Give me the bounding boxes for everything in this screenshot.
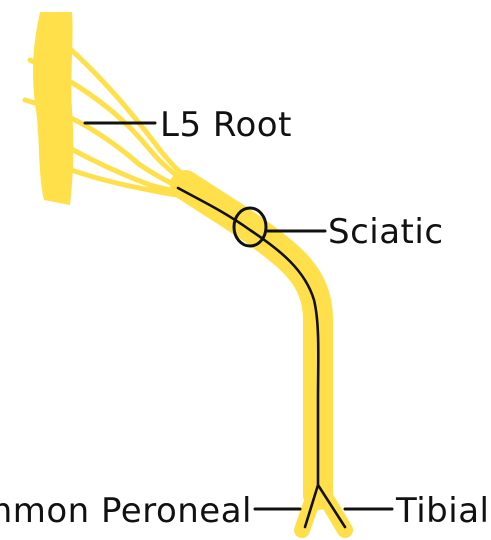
label-l5-root: L5 Root: [160, 105, 292, 145]
label-tibial: Tibial: [395, 491, 489, 531]
sciatic-trunk: [170, 170, 333, 510]
sciatic-marker-circle: [232, 206, 268, 248]
nerve-core-line: [176, 186, 347, 529]
label-sciatic: Sciatic: [328, 212, 444, 252]
label-common-peroneal: Common Peroneal: [0, 491, 252, 531]
